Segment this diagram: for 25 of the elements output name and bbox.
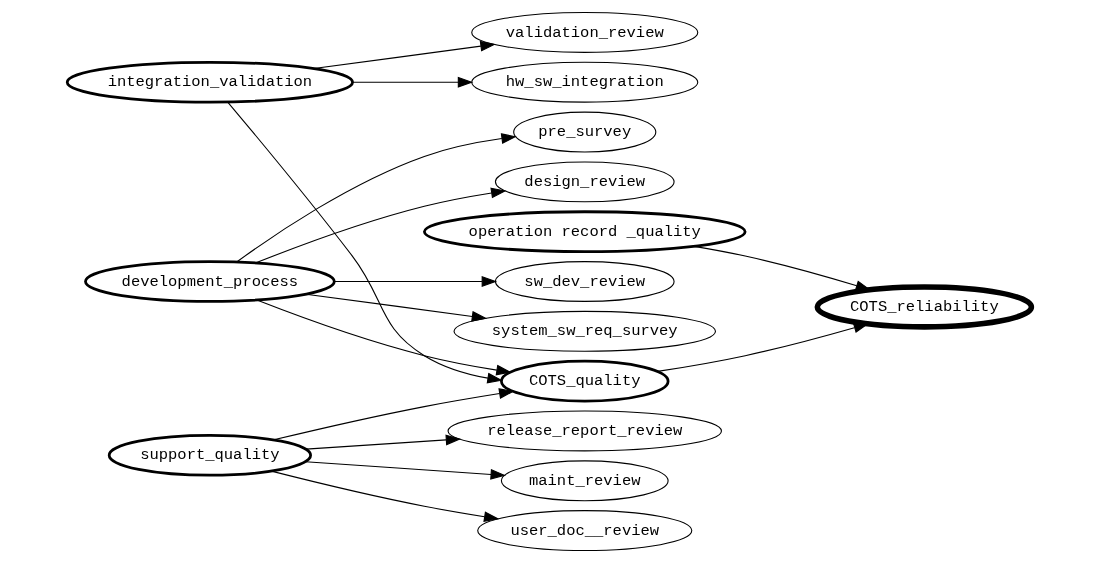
arrow (304, 293, 487, 322)
arrow (304, 461, 506, 480)
node-ellipse: hw_sw_integration (470, 61, 698, 103)
arrow (333, 276, 497, 287)
arrow (304, 434, 461, 450)
node-ellipse: support_quality (107, 434, 312, 477)
arrow (351, 76, 473, 88)
node-ellipse: release_report_review (447, 410, 722, 452)
arrow (254, 187, 507, 264)
node-ellipse: pre_survey (512, 111, 656, 153)
arrow (270, 470, 499, 523)
arrow (255, 299, 512, 376)
arrow (312, 40, 496, 70)
node-ellipse: maint_review (500, 460, 669, 502)
node-ellipse: COTS_reliability (814, 284, 1034, 330)
arrow (656, 322, 869, 372)
arrow (226, 101, 503, 384)
node-ellipse: integration_validation (65, 60, 354, 104)
node-ellipse: sw_dev_review (494, 261, 675, 302)
node-ellipse: operation record _quality (422, 210, 746, 253)
node-ellipse: development_process (83, 260, 336, 303)
node-ellipse: design_review (494, 161, 675, 203)
arrow (693, 245, 871, 291)
arrow (235, 133, 517, 263)
arrow (272, 388, 515, 441)
